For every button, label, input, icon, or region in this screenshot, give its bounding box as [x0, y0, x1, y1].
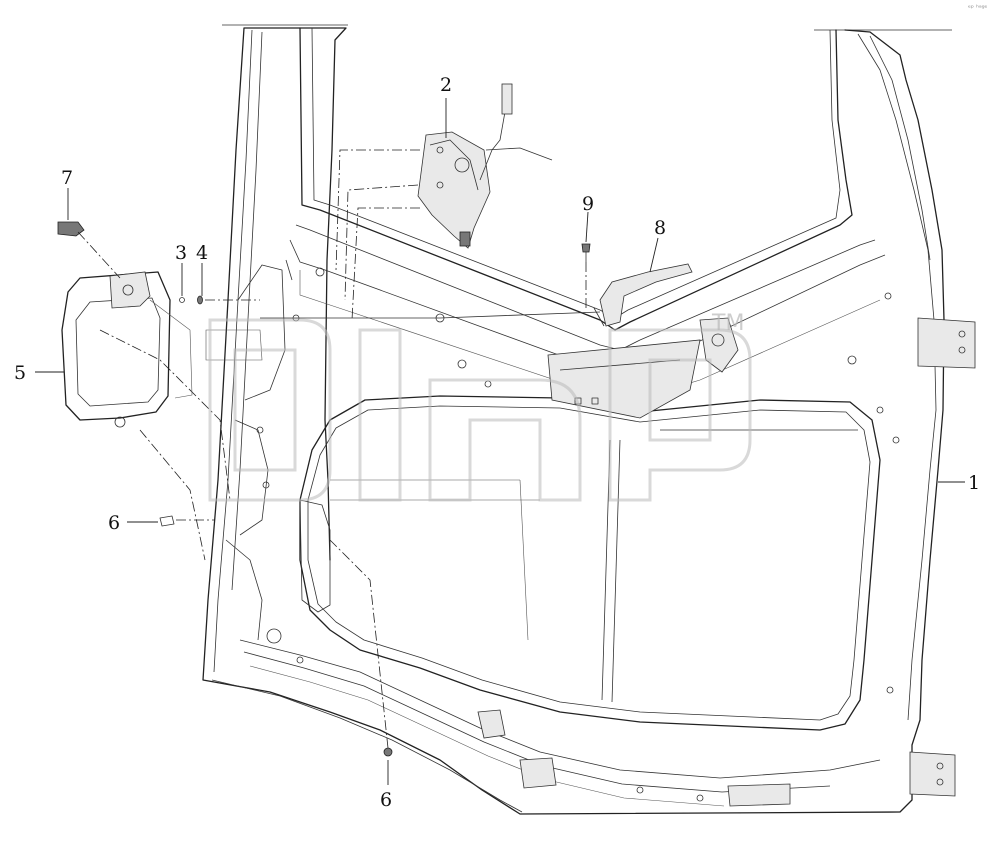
corner-mark: ᵉᵖ ʰᵃᵍᵉ [968, 4, 988, 12]
callout-7: 7 [61, 167, 73, 189]
inner-handle [593, 263, 693, 327]
leader-lines [35, 98, 965, 785]
callout-6-bottom: 6 [380, 789, 392, 811]
regulator-bracket [547, 339, 701, 419]
reference-lines [222, 24, 952, 31]
handle-cover [57, 221, 85, 237]
outer-handle [61, 271, 171, 428]
small-fasteners [159, 295, 393, 757]
lock-cable [260, 311, 601, 323]
callout-9: 9 [582, 193, 594, 215]
door-inner-panel [202, 27, 976, 815]
callout-labels: 1 2 3 4 5 6 6 7 8 9 [14, 74, 980, 811]
mounting-holes [256, 267, 900, 802]
callout-8: 8 [654, 217, 666, 239]
callout-5: 5 [14, 362, 26, 384]
watermark: TM [208, 311, 752, 502]
screw [581, 243, 591, 262]
callout-3: 3 [175, 242, 187, 264]
door-lock [417, 83, 553, 249]
callout-6-left: 6 [108, 512, 120, 534]
callout-4: 4 [196, 242, 208, 264]
callout-1: 1 [968, 472, 980, 494]
trademark-symbol: TM [711, 311, 744, 336]
upper-hinge [917, 317, 976, 369]
callout-2: 2 [440, 74, 452, 96]
lower-hinge [909, 751, 956, 797]
